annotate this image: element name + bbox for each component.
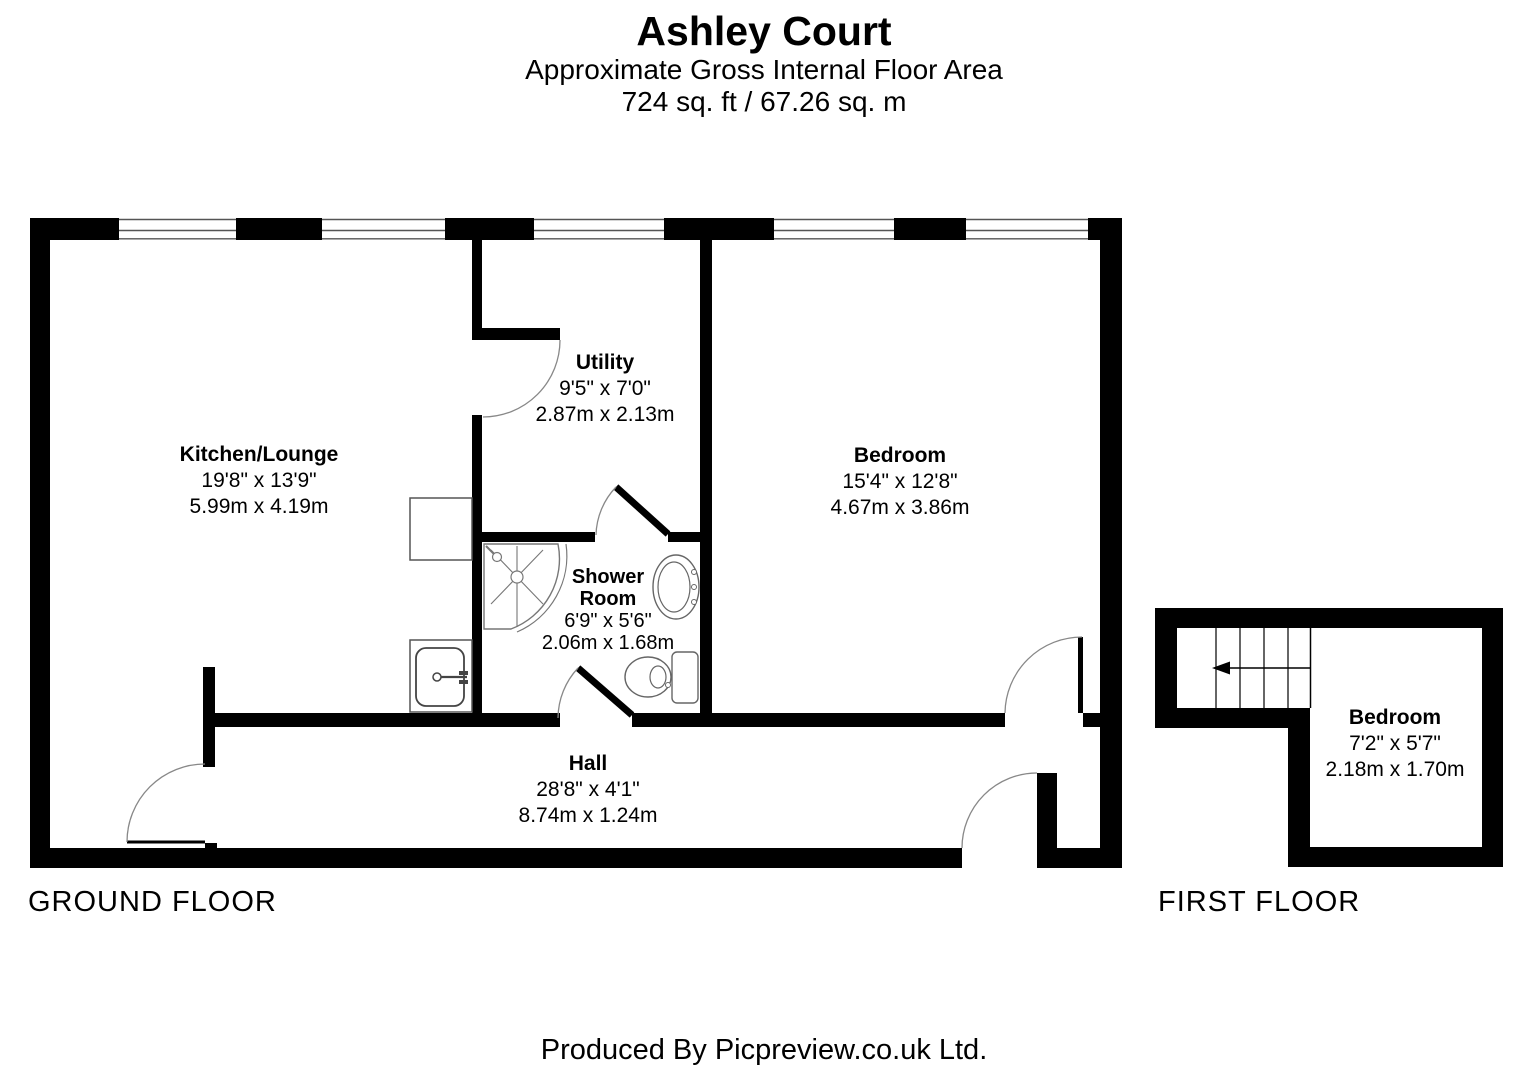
- room-label-utility: Utility 9'5" x 7'0" 2.87m x 2.13m: [536, 350, 675, 428]
- door-hall-to-shower: [557, 665, 635, 719]
- wall-segment: [472, 240, 482, 328]
- door-leaf: [575, 665, 635, 718]
- header: Ashley Court Approximate Gross Internal …: [0, 8, 1528, 118]
- wall-segment: [894, 218, 966, 240]
- wall-segment: [1288, 708, 1310, 867]
- wall-segment: [236, 218, 322, 240]
- room-label-bedroom-ground: Bedroom 15'4" x 12'8" 4.67m x 3.86m: [831, 443, 970, 521]
- door-hall-to-bedroom: [1004, 636, 1083, 714]
- door-leaf: [613, 484, 671, 537]
- room-dim-metric: 5.99m x 4.19m: [189, 495, 329, 518]
- basin-icon: [652, 554, 700, 620]
- ground-floor-label: GROUND FLOOR: [28, 886, 277, 918]
- wall-segment: [30, 848, 962, 868]
- room-name: Bedroom: [1348, 706, 1442, 729]
- room-name: Hall: [568, 752, 608, 775]
- window: [322, 218, 445, 240]
- room-dim-metric: 2.06m x 1.68m: [541, 632, 675, 654]
- room-dim-metric: 2.87m x 2.13m: [535, 403, 675, 426]
- wall-segment: [30, 218, 50, 868]
- door-leaf: [1037, 773, 1057, 848]
- window: [119, 218, 236, 240]
- wall-segment: [664, 218, 774, 240]
- kitchen-fixtures: [409, 497, 473, 713]
- entrance-door-right: [961, 772, 1057, 849]
- door-hinge-block: [205, 843, 217, 852]
- room-dim-imperial: 19'8" x 13'9": [201, 469, 317, 492]
- wall-segment: [482, 532, 595, 542]
- wall-segment: [1288, 847, 1503, 867]
- door-swing-arc: [595, 486, 617, 536]
- wall-segment: [472, 415, 482, 727]
- room-dim-metric: 8.74m x 1.24m: [518, 804, 658, 827]
- door-leaf: [1078, 637, 1083, 713]
- kitchen-sink-icon: [409, 639, 473, 713]
- door-leaf: [472, 328, 560, 340]
- wall-segment: [700, 240, 712, 727]
- doors: [126, 328, 1083, 852]
- room-dim-imperial: 6'9" x 5'6": [564, 610, 652, 632]
- room-name: Kitchen/Lounge: [179, 443, 339, 466]
- wall-segment: [1037, 848, 1122, 868]
- window: [774, 218, 894, 240]
- wall-segment: [445, 218, 534, 240]
- room-label-kitchen-lounge: Kitchen/Lounge 19'8" x 13'9" 5.99m x 4.1…: [180, 442, 339, 520]
- wall-segment: [1083, 713, 1100, 727]
- door-swing-arc: [557, 667, 579, 719]
- door-swing-arc: [482, 339, 561, 418]
- door-utility-to-shower: [595, 484, 671, 537]
- shower-enclosure-icon: [483, 543, 568, 633]
- toilet-icon: [624, 651, 699, 704]
- page-subtitle: Approximate Gross Internal Floor Area: [525, 54, 1003, 85]
- entrance-door-left: [126, 763, 217, 852]
- room-label-bedroom-first: Bedroom 7'2" x 5'7" 2.18m x 1.70m: [1326, 705, 1465, 783]
- shower-room-fixtures: [483, 543, 700, 704]
- room-name: Shower: [571, 566, 645, 588]
- room-name: Bedroom: [853, 444, 947, 467]
- window: [966, 218, 1088, 240]
- room-dim-imperial: 9'5" x 7'0": [559, 377, 651, 400]
- room-dim-imperial: 28'8" x 4'1": [536, 778, 640, 801]
- door-swing-arc: [961, 772, 1038, 849]
- stair-direction-arrow-icon: [1212, 661, 1230, 675]
- door-kitchen-to-utility: [472, 328, 561, 418]
- door-swing-arc: [126, 763, 206, 843]
- credit-text: Produced By Picpreview.co.uk Ltd.: [540, 1034, 988, 1066]
- room-label-hall: Hall 28'8" x 4'1" 8.74m x 1.24m: [519, 751, 658, 829]
- room-dim-imperial: 7'2" x 5'7": [1349, 732, 1441, 755]
- first-floor-label: FIRST FLOOR: [1158, 886, 1361, 918]
- wall-segment: [1155, 608, 1503, 628]
- room-name: Utility: [575, 351, 635, 374]
- ground-floor-walls: [30, 218, 1122, 868]
- floor-area-text: 724 sq. ft / 67.26 sq. m: [621, 86, 907, 117]
- room-label-shower-room: Shower Room 6'9" x 5'6" 2.06m x 1.68m: [542, 566, 674, 654]
- page-title: Ashley Court: [636, 8, 892, 54]
- wall-segment: [215, 713, 560, 727]
- wall-segment: [632, 713, 1005, 727]
- room-name: Room: [579, 588, 637, 610]
- wall-segment: [1155, 708, 1310, 728]
- wall-segment: [203, 667, 215, 767]
- wall-segment: [1100, 218, 1122, 868]
- wall-segment: [668, 532, 700, 542]
- door-swing-arc: [1004, 636, 1083, 714]
- window: [534, 218, 664, 240]
- wall-segment: [1482, 608, 1503, 867]
- room-dim-imperial: 15'4" x 12'8": [842, 470, 958, 493]
- ground-floor-windows: [119, 218, 1088, 240]
- first-floor-walls: [1155, 608, 1503, 867]
- wall-segment: [30, 218, 119, 240]
- kitchen-counter-icon: [409, 497, 473, 561]
- room-dim-metric: 2.18m x 1.70m: [1325, 758, 1465, 781]
- staircase: [1212, 628, 1312, 708]
- wall-segment: [1155, 608, 1177, 728]
- room-dim-metric: 4.67m x 3.86m: [830, 496, 970, 519]
